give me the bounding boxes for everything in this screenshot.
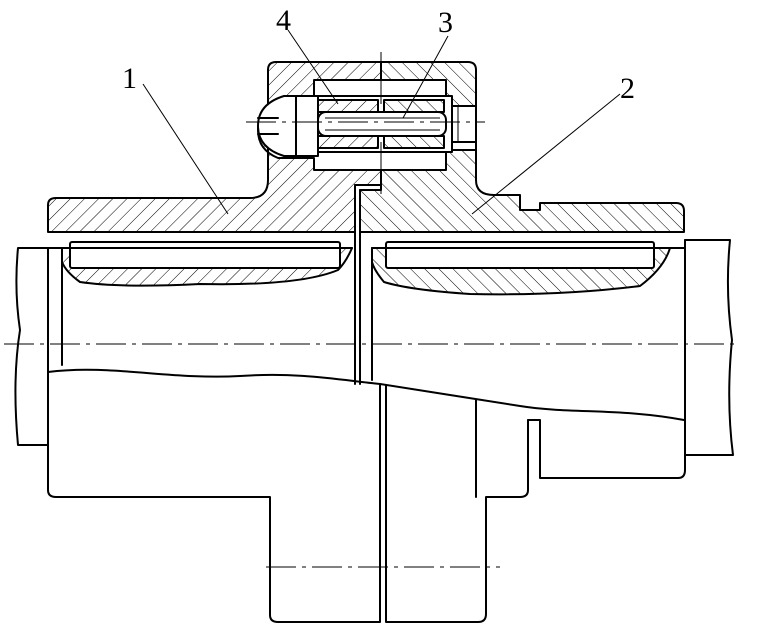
key-left [47,241,353,287]
center-gap [354,184,361,385]
pin-cavity [313,95,453,153]
callout-2: 2 [620,72,635,105]
half-coupling-1-outline [47,247,381,623]
centerlines [4,52,740,568]
leaders [142,29,621,215]
callout-3: 3 [438,6,453,39]
callout-1: 1 [122,62,137,95]
right-shaft [684,239,734,456]
key-right [371,241,685,296]
left-shaft [14,247,49,446]
callout-4: 4 [276,4,291,37]
screw-head [257,95,319,157]
break-line [47,368,685,421]
half-coupling-2-outline [371,247,686,623]
nut [451,105,477,143]
